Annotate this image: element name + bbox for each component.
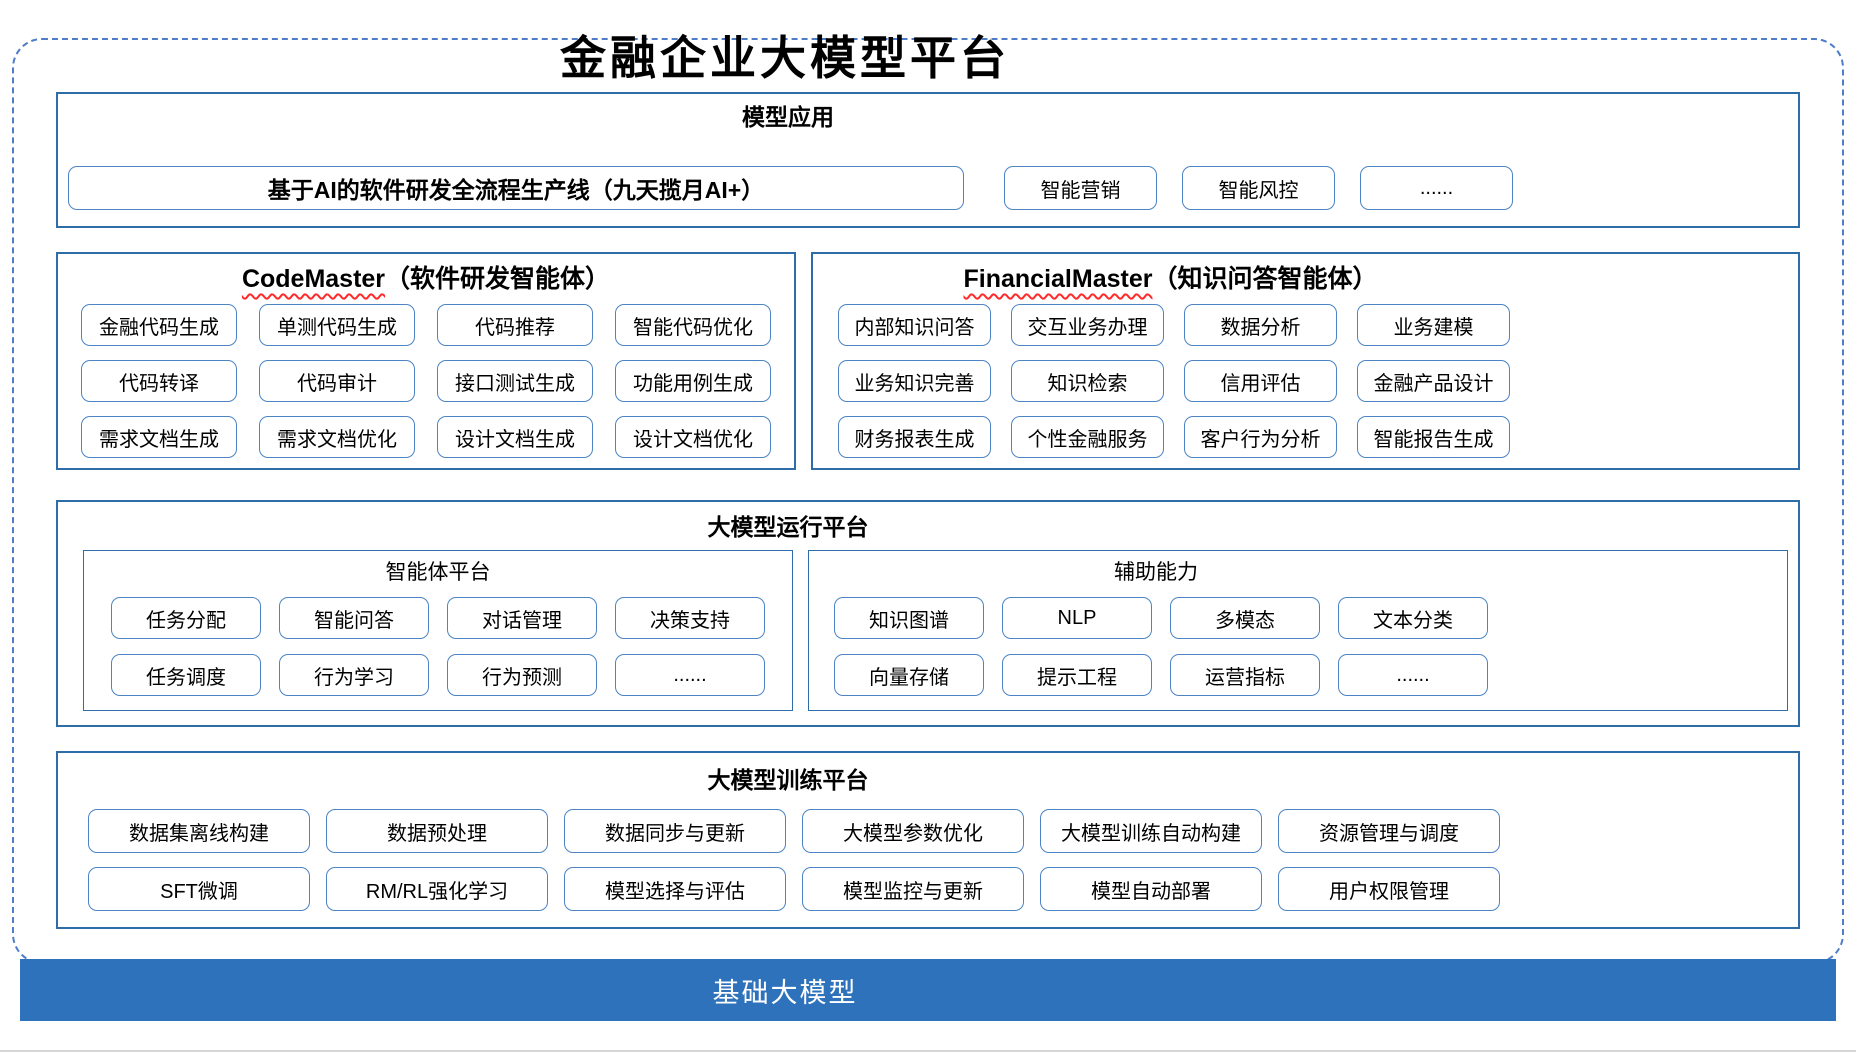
financialmaster-title: FinancialMaster（知识问答智能体）: [813, 264, 1798, 294]
slide: 金融企业大模型平台 模型应用 基于AI的软件研发全流程生产线（九天揽月AI+） …: [0, 28, 1856, 1052]
section-runtime-platform: 大模型运行平台 智能体平台 任务分配 智能问答 对话管理 决策支持: [56, 500, 1800, 727]
aux-capability-item: 提示工程: [1002, 654, 1152, 696]
section-financialmaster: FinancialMaster（知识问答智能体） 内部知识问答 交互业务办理 数…: [811, 252, 1800, 470]
subsection-aux-capabilities: 辅助能力 知识图谱 NLP 多模态 文本分类 向量存储: [808, 550, 1788, 711]
aux-capability-item: 文本分类: [1338, 597, 1488, 639]
aux-capability-item: 运营指标: [1170, 654, 1320, 696]
runtime-subsections-row: 智能体平台 任务分配 智能问答 对话管理 决策支持 任务调度: [58, 550, 1798, 711]
agent-capability-item: 行为预测: [447, 654, 597, 696]
training-capability-item: 大模型参数优化: [802, 809, 1024, 853]
applications-items: 智能营销 智能风控 ......: [1004, 166, 1513, 210]
codemaster-capability-item: 金融代码生成: [81, 304, 237, 346]
training-capability-item: RM/RL强化学习: [326, 867, 548, 911]
financialmaster-capability-item: 业务建模: [1357, 304, 1510, 346]
training-capability-item: 资源管理与调度: [1278, 809, 1500, 853]
aux-capability-item: 多模态: [1170, 597, 1320, 639]
codemaster-title: CodeMaster（软件研发智能体）: [58, 264, 794, 294]
financialmaster-capability-item: 知识检索: [1011, 360, 1164, 402]
aux-capability-item: ......: [1338, 654, 1488, 696]
section-codemaster: CodeMaster（软件研发智能体） 金融代码生成 单测代码生成 代码推荐 智…: [56, 252, 796, 470]
training-capability-item: 用户权限管理: [1278, 867, 1500, 911]
training-capability-item: 数据同步与更新: [564, 809, 786, 853]
page-title: 金融企业大模型平台: [560, 31, 1010, 85]
runtime-platform-title: 大模型运行平台: [707, 514, 869, 540]
codemaster-capability-item: 单测代码生成: [259, 304, 415, 346]
codemaster-title-zh: （软件研发智能体）: [385, 265, 611, 293]
foundation-model-bar: 基础大模型: [20, 959, 1836, 1021]
application-item: 智能风控: [1182, 166, 1335, 210]
financialmaster-title-en: FinancialMaster: [963, 265, 1153, 293]
agent-capability-item: 对话管理: [447, 597, 597, 639]
codemaster-capability-item: 功能用例生成: [615, 360, 771, 402]
platform-content: 金融企业大模型平台 模型应用 基于AI的软件研发全流程生产线（九天揽月AI+） …: [0, 28, 1856, 1021]
training-platform-grid: 数据集离线构建 数据预处理 数据同步与更新 大模型参数优化 大模型训练自动构建 …: [58, 809, 1798, 911]
agent-capability-item: 任务调度: [111, 654, 261, 696]
codemaster-capability-item: 代码审计: [259, 360, 415, 402]
financialmaster-capability-item: 金融产品设计: [1357, 360, 1510, 402]
section-model-applications: 模型应用 基于AI的软件研发全流程生产线（九天揽月AI+） 智能营销 智能风控 …: [56, 92, 1800, 228]
codemaster-capability-item: 设计文档生成: [437, 416, 593, 458]
training-capability-item: SFT微调: [88, 867, 310, 911]
agent-capability-item: 决策支持: [615, 597, 765, 639]
financialmaster-capability-item: 个性金融服务: [1011, 416, 1164, 458]
agent-capability-item: 任务分配: [111, 597, 261, 639]
codemaster-capability-item: 需求文档优化: [259, 416, 415, 458]
aux-capabilities-title: 辅助能力: [1114, 561, 1198, 584]
aux-capability-item: 知识图谱: [834, 597, 984, 639]
financialmaster-capability-item: 财务报表生成: [838, 416, 991, 458]
financialmaster-capability-item: 内部知识问答: [838, 304, 991, 346]
codemaster-capability-item: 代码推荐: [437, 304, 593, 346]
training-capability-item: 模型自动部署: [1040, 867, 1262, 911]
financialmaster-capability-item: 客户行为分析: [1184, 416, 1337, 458]
financialmaster-title-zh: （知识问答智能体）: [1152, 265, 1378, 293]
foundation-model-label: 基础大模型: [712, 977, 858, 1008]
aux-capability-item: NLP: [1002, 597, 1152, 639]
subsection-agent-platform: 智能体平台 任务分配 智能问答 对话管理 决策支持 任务调度: [83, 550, 793, 711]
app-ai-pipeline-box: 基于AI的软件研发全流程生产线（九天揽月AI+）: [68, 166, 964, 210]
codemaster-capability-item: 设计文档优化: [615, 416, 771, 458]
training-capability-item: 模型选择与评估: [564, 867, 786, 911]
codemaster-grid: 金融代码生成 单测代码生成 代码推荐 智能代码优化 代码转译 代码审计 接口测试…: [58, 304, 794, 458]
agent-capability-item: 智能问答: [279, 597, 429, 639]
agent-capability-item: ......: [615, 654, 765, 696]
applications-row: 基于AI的软件研发全流程生产线（九天揽月AI+） 智能营销 智能风控 .....…: [58, 166, 1798, 210]
agents-row: CodeMaster（软件研发智能体） 金融代码生成 单测代码生成 代码推荐 智…: [56, 252, 1800, 470]
financialmaster-grid: 内部知识问答 交互业务办理 数据分析 业务建模 业务知识完善 知识检索 信用评估: [813, 304, 1798, 458]
model-applications-title: 模型应用: [742, 104, 834, 130]
financialmaster-capability-item: 信用评估: [1184, 360, 1337, 402]
application-item: 智能营销: [1004, 166, 1157, 210]
codemaster-capability-item: 智能代码优化: [615, 304, 771, 346]
financialmaster-capability-item: 智能报告生成: [1357, 416, 1510, 458]
agent-capability-item: 行为学习: [279, 654, 429, 696]
training-platform-title: 大模型训练平台: [707, 767, 869, 793]
training-capability-item: 数据预处理: [326, 809, 548, 853]
training-capability-item: 大模型训练自动构建: [1040, 809, 1262, 853]
training-capability-item: 数据集离线构建: [88, 809, 310, 853]
codemaster-capability-item: 需求文档生成: [81, 416, 237, 458]
agent-platform-title: 智能体平台: [385, 561, 491, 584]
agent-platform-grid: 任务分配 智能问答 对话管理 决策支持 任务调度 行为学习 行为预测: [84, 597, 792, 696]
aux-capabilities-grid: 知识图谱 NLP 多模态 文本分类 向量存储 提示工程 运营指标: [809, 597, 1787, 696]
financialmaster-capability-item: 业务知识完善: [838, 360, 991, 402]
financialmaster-capability-item: 交互业务办理: [1011, 304, 1164, 346]
application-item: ......: [1360, 166, 1513, 210]
codemaster-capability-item: 接口测试生成: [437, 360, 593, 402]
aux-capability-item: 向量存储: [834, 654, 984, 696]
financialmaster-capability-item: 数据分析: [1184, 304, 1337, 346]
codemaster-title-en: CodeMaster: [241, 265, 386, 293]
codemaster-capability-item: 代码转译: [81, 360, 237, 402]
section-training-platform: 大模型训练平台 数据集离线构建 数据预处理 数据同步与更新 大模型参数优化 大模…: [56, 751, 1800, 929]
training-capability-item: 模型监控与更新: [802, 867, 1024, 911]
